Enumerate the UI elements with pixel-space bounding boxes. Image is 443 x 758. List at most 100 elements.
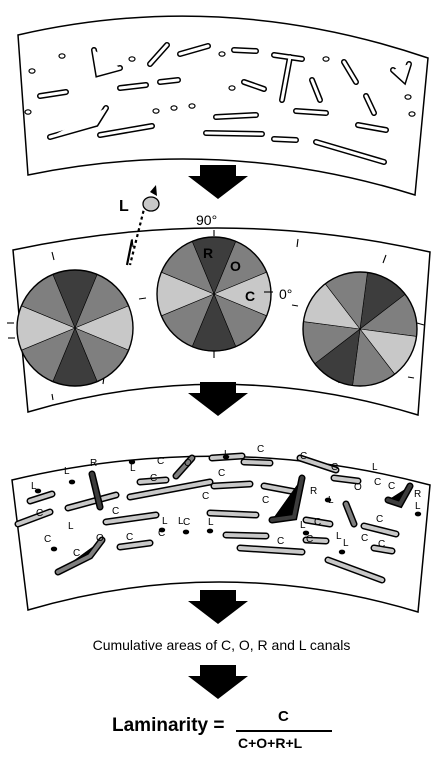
canal-oblique [342,500,358,528]
laminarity-formula: Laminarity = C C+O+R+L [112,708,372,758]
flow-arrow [188,590,248,624]
sector-grids [16,236,418,387]
canal-class-label: C [36,508,43,519]
canal-outline [117,82,149,91]
sector-grid [302,271,418,387]
projector: L [119,185,160,266]
canal-class-label: L [328,495,334,506]
formula-lhs-text: Laminarity [112,715,209,736]
canal-circumferential [14,508,54,528]
canal-class-label: C [300,451,307,462]
canal-class-label: L [415,501,421,512]
canal-class-label: L [64,466,70,477]
canal-class-label: C [374,477,381,488]
canal-class-label: C [158,528,165,539]
canal-outline [309,77,323,103]
canal-class-label: C [361,533,368,544]
angle-label-90: 90° [196,212,217,228]
canal-outline [293,108,329,116]
sector-grid-outline [302,271,418,387]
flow-arrow [188,165,248,199]
canal-outline [47,105,109,140]
canal-class-label: L [372,462,378,473]
canal-class-label: O [354,482,362,493]
canal-class-label: C [388,481,395,492]
canal-class-label: C [218,468,225,479]
canal-class-label: L [31,481,37,492]
formula-equals: = [213,715,225,736]
canal-circumferential [260,482,300,496]
flow-arrow [188,382,248,416]
canal-outline [341,59,359,85]
projector-head [142,196,160,212]
canal-class-label: C [262,495,269,506]
projector-label: L [119,198,129,215]
canal-circumferential [222,531,270,540]
canal-circumferential [240,458,274,467]
canal-class-label: L [343,538,349,549]
canal-outline [203,130,265,137]
canal-outline [157,77,181,85]
projector-dotted-line [128,204,147,266]
canal-class-label: L [162,516,168,527]
caption: Cumulative areas of C, O, R and L canals [92,637,351,653]
canal-radial [268,474,306,524]
canal-outline [147,42,170,67]
projector-arrowhead [150,185,157,196]
formula-numerator: C [278,708,289,725]
sector-grid [156,236,272,352]
canal-oblique [54,536,106,576]
canal-class-label: C [112,506,119,517]
canal-outline [177,43,211,57]
canal-class-label: C [126,532,133,543]
projector-solid-line [125,239,134,266]
canal-class-label: L [130,463,136,474]
canal-class-label: C [306,534,313,545]
canal-circumferential [64,491,120,512]
canal-outline [390,61,412,86]
canal-outline [271,136,299,143]
canal-radial [88,470,104,511]
canal-outline [97,123,155,138]
canal-circumferential [102,511,160,526]
canal-circumferential [370,544,396,555]
sector-grid-outline [156,236,272,352]
sector-label-oblique: O [230,258,241,274]
canal-class-label: L [68,521,74,532]
canal-circumferential [136,476,170,486]
raw-osteons [24,51,416,117]
canal-class-label: C [150,473,157,484]
canal-class-label: C [157,456,164,467]
canal-outline [241,79,267,92]
canal-class-label: R [310,486,317,497]
canal-class-label: C [277,536,284,547]
canal-class-label: L [336,531,342,542]
canal-class-label: C [73,548,80,559]
canal-circumferential [126,478,214,501]
canal-outline [363,93,377,116]
canal-outline [91,47,123,78]
bone-section-orientation: L 90° 0° R O C [7,185,431,416]
canal-circumferential [210,480,254,490]
canal-circumferential [206,509,260,519]
canal-circumferential [116,539,154,551]
canal-circumferential [236,544,306,556]
bone-section-raw [17,15,429,196]
sector-grid [16,269,134,387]
canal-circumferential [324,556,386,584]
angle-label-0: 0° [279,286,292,302]
canal-outline [271,52,305,103]
canal-class-label: C [44,534,51,545]
canal-class-label: L [208,517,214,528]
canal-class-label: O [96,533,104,544]
canal-class-label: C [376,514,383,525]
canal-outline [37,89,69,99]
canal-class-label: C [257,444,264,455]
canal-class-label: L [178,516,184,527]
canal-circumferential [330,474,362,485]
sector-label-radial: R [203,245,213,261]
canal-class-label: C [202,491,209,502]
canal-class-label: R [90,458,97,469]
